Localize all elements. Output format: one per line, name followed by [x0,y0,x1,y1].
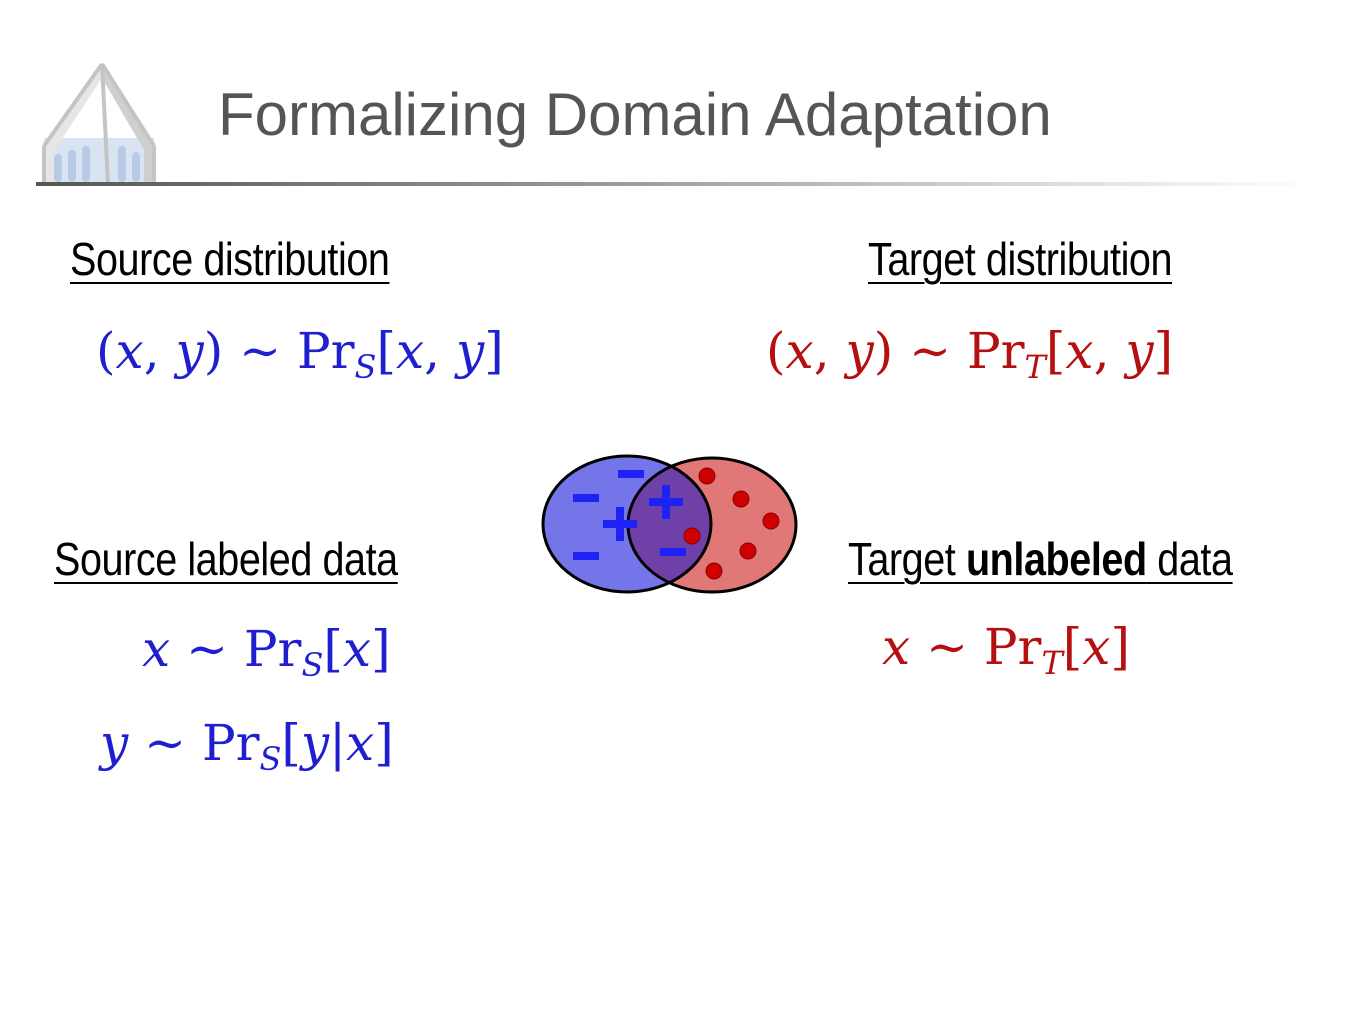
unlabeled-point [732,490,750,508]
target-distribution-heading: Target distribution [868,233,1173,285]
church-logo-icon [42,62,156,185]
minus-sign [573,552,599,560]
unlabeled-point [762,512,780,530]
plus-sign [649,485,683,519]
minus-sign [618,470,644,478]
plus-sign [603,507,637,541]
domain-venn-diagram [541,454,798,594]
source-marginal-formula: x ∼ PrS[x] [142,620,391,684]
unlabeled-point [705,562,723,580]
target-distribution-formula: (x, y) ∼ PrT[x, y] [766,322,1174,386]
source-distribution-formula: (x, y) ∼ PrS[x, y] [96,322,504,386]
unlabeled-point [739,542,757,560]
source-distribution-heading: Source distribution [70,233,390,285]
minus-sign [660,548,686,556]
target-unlabeled-heading: Target unlabeled data [848,533,1233,585]
source-conditional-formula: y ∼ PrS[y|x] [100,714,394,778]
slide-title: Formalizing Domain Adaptation [218,81,1052,148]
title-divider [36,182,1316,186]
unlabeled-point [698,467,716,485]
unlabeled-point [683,527,701,545]
source-labeled-heading: Source labeled data [54,533,398,585]
target-marginal-formula: x ∼ PrT[x] [882,618,1131,682]
minus-sign [573,494,599,502]
